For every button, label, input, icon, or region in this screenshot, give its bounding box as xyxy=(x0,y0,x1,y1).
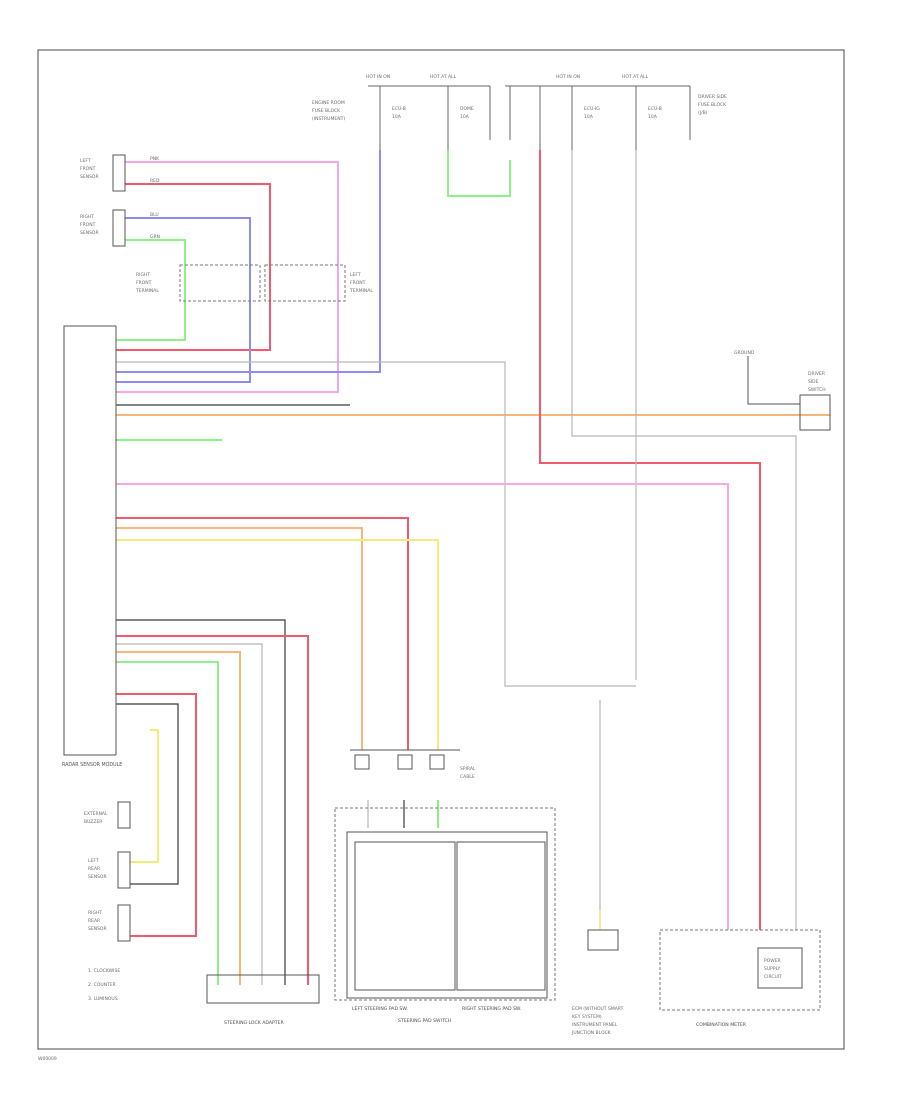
svg-text:SUPPLY: SUPPLY xyxy=(764,966,780,972)
svg-text:REAR: REAR xyxy=(88,866,100,872)
diagram-frame xyxy=(37,49,845,1050)
svg-text:FRONT: FRONT xyxy=(80,222,96,228)
svg-text:ECU-B: ECU-B xyxy=(648,106,662,112)
svg-text:FRONT: FRONT xyxy=(80,166,96,172)
steering-pad-switch: LEFT STEERING PAD SW. RIGHT STEERING PAD… xyxy=(334,807,556,1024)
svg-text:FUSE BLOCK: FUSE BLOCK xyxy=(312,108,341,114)
svg-text:POWER: POWER xyxy=(764,958,781,964)
control-module: RADAR SENSOR MODULE xyxy=(62,325,122,768)
svg-text:SENSOR: SENSOR xyxy=(80,230,99,236)
svg-text:TERMINAL: TERMINAL xyxy=(349,288,373,294)
svg-text:FRONT: FRONT xyxy=(350,280,366,286)
right-connector: GROUND DRIVER SIDE SWITCH xyxy=(734,350,831,431)
svg-text:PNK: PNK xyxy=(150,156,160,162)
svg-text:HOT AT ALL: HOT AT ALL xyxy=(622,74,649,80)
svg-text:HOT AT ALL: HOT AT ALL xyxy=(430,74,457,80)
svg-text:EXTERNAL: EXTERNAL xyxy=(84,811,108,817)
steering-lock-label: STEERING LOCK ADAPTER xyxy=(224,1020,284,1026)
svg-text:GRN: GRN xyxy=(150,234,160,240)
svg-text:BUZZER: BUZZER xyxy=(84,819,102,825)
svg-text:SWITCH: SWITCH xyxy=(808,387,826,393)
svg-text:SENSOR: SENSOR xyxy=(88,874,107,880)
svg-text:RIGHT: RIGHT xyxy=(88,910,102,916)
junction-connectors: RIGHT FRONT TERMINAL LEFT FRONT TERMINAL xyxy=(135,264,373,302)
svg-text:10A: 10A xyxy=(460,114,470,120)
steering-lock-adapter: STEERING LOCK ADAPTER xyxy=(206,974,320,1026)
svg-text:10A: 10A xyxy=(584,114,594,120)
svg-text:2. COUNTER: 2. COUNTER xyxy=(88,982,116,988)
svg-text:BLU: BLU xyxy=(150,212,159,218)
svg-text:3. LUMINOUS: 3. LUMINOUS xyxy=(88,996,118,1002)
svg-text:10A: 10A xyxy=(648,114,658,120)
svg-text:LEFT: LEFT xyxy=(350,272,361,278)
svg-text:ENGINE ROOM: ENGINE ROOM xyxy=(312,100,345,106)
svg-text:ECM (WITHOUT SMART: ECM (WITHOUT SMART xyxy=(572,1006,624,1012)
svg-text:LEFT: LEFT xyxy=(80,158,91,164)
combination-meter: POWER SUPPLY CIRCUIT COMBINATION METER xyxy=(659,929,821,1028)
svg-text:HOT IN ON: HOT IN ON xyxy=(366,74,390,80)
control-module-label: RADAR SENSOR MODULE xyxy=(62,762,122,768)
svg-text:RIGHT: RIGHT xyxy=(136,272,150,278)
svg-text:GROUND: GROUND xyxy=(734,350,755,356)
ecm-block: ECM (WITHOUT SMART KEY SYSTEM) INSTRUMEN… xyxy=(571,929,624,1036)
footer-code: W00009 xyxy=(38,1056,57,1062)
svg-text:10A: 10A xyxy=(392,114,402,120)
svg-text:SENSOR: SENSOR xyxy=(80,174,99,180)
svg-text:1. CLOCKWISE: 1. CLOCKWISE xyxy=(88,968,120,974)
fuse-block-top: HOT IN ON HOT AT ALL HOT IN ON HOT AT AL… xyxy=(312,74,727,150)
svg-text:JUNCTION BLOCK: JUNCTION BLOCK xyxy=(571,1030,612,1036)
svg-text:DRIVER: DRIVER xyxy=(808,371,825,377)
svg-text:DRIVER SIDE: DRIVER SIDE xyxy=(698,94,727,100)
svg-text:KEY SYSTEM): KEY SYSTEM) xyxy=(572,1014,602,1020)
svg-text:RED: RED xyxy=(150,178,160,184)
svg-text:ECU-B: ECU-B xyxy=(392,106,406,112)
svg-text:SENSOR: SENSOR xyxy=(88,926,107,932)
svg-text:DOME: DOME xyxy=(460,106,474,112)
steering-pad-label: STEERING PAD SWITCH xyxy=(398,1018,451,1024)
svg-text:RIGHT: RIGHT xyxy=(80,214,94,220)
rear-sensors: EXTERNAL BUZZER LEFT REAR SENSOR RIGHT R… xyxy=(84,801,131,1002)
svg-text:(INSTRUMENT): (INSTRUMENT) xyxy=(312,116,345,122)
svg-text:(J/B): (J/B) xyxy=(698,110,708,116)
svg-text:SIDE: SIDE xyxy=(808,379,819,385)
svg-text:REAR: REAR xyxy=(88,918,100,924)
svg-text:LEFT: LEFT xyxy=(88,858,99,864)
svg-text:CIRCUIT: CIRCUIT xyxy=(764,974,782,980)
combination-meter-label: COMBINATION METER xyxy=(696,1022,747,1028)
svg-text:SPIRAL: SPIRAL xyxy=(460,766,476,772)
wires xyxy=(116,150,830,985)
right-switch-label: RIGHT STEERING PAD SW. xyxy=(462,1006,521,1012)
svg-text:FUSE BLOCK: FUSE BLOCK xyxy=(698,102,727,108)
svg-text:ECU-IG: ECU-IG xyxy=(584,106,600,112)
svg-text:FRONT: FRONT xyxy=(136,280,152,286)
svg-text:HOT IN ON: HOT IN ON xyxy=(556,74,580,80)
left-sensors: LEFT FRONT SENSOR RIGHT FRONT SENSOR PNK… xyxy=(80,154,160,247)
svg-text:INSTRUMENT PANEL: INSTRUMENT PANEL xyxy=(572,1022,618,1028)
left-switch-label: LEFT STEERING PAD SW. xyxy=(352,1006,408,1012)
svg-text:CABLE: CABLE xyxy=(460,774,475,780)
svg-text:TERMINAL: TERMINAL xyxy=(135,288,159,294)
steering-connectors: SPIRAL CABLE xyxy=(350,749,476,780)
